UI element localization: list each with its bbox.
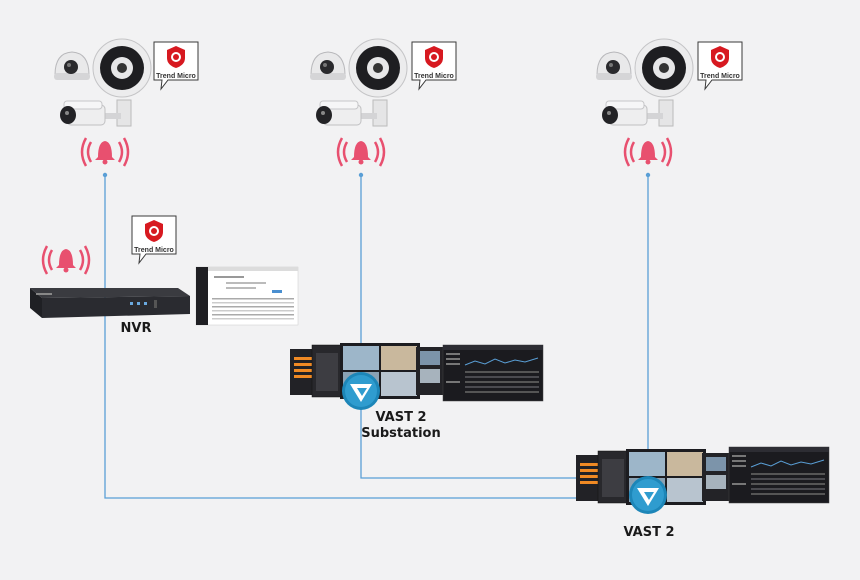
vast-logo-icon (342, 372, 380, 410)
connection-nodes (102, 172, 651, 178)
security-badge-label: Trend Micro (134, 247, 174, 254)
bullet-camera-icon (601, 99, 674, 127)
trend-micro-logo-icon (697, 41, 743, 90)
security-badge-label: Trend Micro (156, 73, 196, 80)
security-badge: Trend Micro (697, 41, 743, 90)
security-badge: Trend Micro (411, 41, 457, 90)
dome-camera-icon (595, 51, 633, 81)
connection-lines (104, 175, 649, 499)
dome-camera-icon (309, 51, 347, 81)
vast2-substation-group (289, 342, 544, 410)
web-interface-screen-icon (195, 266, 299, 326)
alarm-bell-icon (623, 136, 673, 168)
alarm-bell-icon (41, 244, 91, 276)
alarm-bell-icon (80, 136, 130, 168)
dashboard-screen-icon (728, 446, 830, 504)
vast2-substation-label-line2: Substation (361, 426, 441, 441)
connection-line-cameras-1 (104, 175, 648, 499)
connection-line-cameras-2 (360, 175, 580, 479)
security-badge: Trend Micro (131, 215, 177, 264)
nvr-group: Trend Micro (30, 215, 299, 326)
dashboard-screen-icon (442, 344, 544, 402)
camera-group-3: Trend Micro (595, 38, 743, 168)
vast2-group (575, 446, 830, 514)
bullet-camera-icon (59, 99, 132, 127)
trend-micro-logo-icon (411, 41, 457, 90)
camera-group-2: Trend Micro (309, 38, 457, 168)
fisheye-camera-icon (348, 38, 408, 98)
trend-micro-logo-icon (153, 41, 199, 90)
security-badge: Trend Micro (153, 41, 199, 90)
nvr-device-icon (30, 288, 190, 318)
dome-camera-icon (53, 51, 91, 81)
fisheye-camera-icon (634, 38, 694, 98)
vast2-substation-label: VAST 2 Substation (346, 410, 456, 442)
vast2-substation-label-line1: VAST 2 (375, 410, 427, 425)
security-badge-label: Trend Micro (700, 73, 740, 80)
fisheye-camera-icon (92, 38, 152, 98)
bullet-camera-icon (315, 99, 388, 127)
vast2-label: VAST 2 (623, 525, 675, 540)
nvr-label: NVR (120, 321, 152, 336)
alarm-bell-icon (336, 136, 386, 168)
camera-group-1: Trend Micro (53, 38, 199, 168)
trend-micro-logo-icon (131, 215, 177, 264)
security-badge-label: Trend Micro (414, 73, 454, 80)
vast-logo-icon (629, 476, 667, 514)
